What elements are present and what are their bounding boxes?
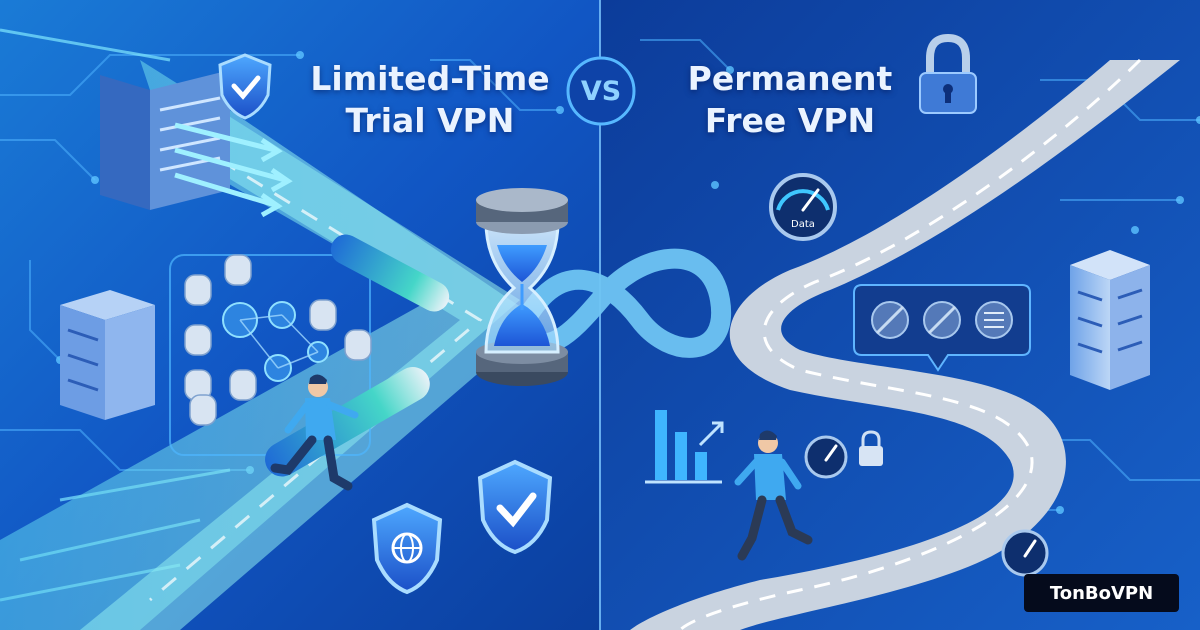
left-road <box>0 60 520 630</box>
left-road-lane <box>80 90 540 630</box>
server-icon <box>975 301 1013 339</box>
shield-check-icon <box>477 459 553 555</box>
vs-label: VS <box>580 75 622 107</box>
left-title-line-2: Trial VPN <box>345 101 515 140</box>
blocked-server-icon <box>923 301 961 339</box>
server-rack-icon <box>60 290 155 420</box>
right-title: Permanent Free VPN <box>660 58 920 142</box>
data-arrows <box>174 122 293 218</box>
speedometer-icon <box>804 435 848 479</box>
right-title-line-2: Free VPN <box>704 101 876 140</box>
shield-globe-icon <box>371 502 443 595</box>
speedometer-icon <box>769 173 837 241</box>
server-rack-icon <box>100 70 230 210</box>
vs-badge <box>566 56 636 126</box>
padlock-icon <box>859 430 883 466</box>
runner-icon <box>270 374 359 491</box>
right-road-markings <box>678 58 1142 630</box>
runner-icon <box>734 430 813 561</box>
left-title: Limited-Time Trial VPN <box>285 58 575 142</box>
bar-chart-icon <box>645 410 724 484</box>
blocked-server-panel <box>853 284 1031 372</box>
infinity-loop-icon <box>508 248 732 358</box>
brand-badge: TonBoVPN <box>1024 574 1179 612</box>
shield-check-icon <box>218 53 272 120</box>
padlock-icon <box>919 33 977 114</box>
left-road-markings <box>149 158 483 602</box>
database-icons <box>184 254 372 426</box>
gauge-label: Data <box>791 219 815 230</box>
right-title-line-1: Permanent <box>687 59 893 98</box>
left-title-line-1: Limited-Time <box>310 59 550 98</box>
network-links <box>239 314 319 369</box>
hourglass-icon <box>476 188 568 386</box>
right-road <box>630 60 1180 630</box>
blocked-server-icon <box>871 301 909 339</box>
speedometer-icon <box>1001 529 1049 577</box>
server-rack-icon <box>1070 250 1150 390</box>
